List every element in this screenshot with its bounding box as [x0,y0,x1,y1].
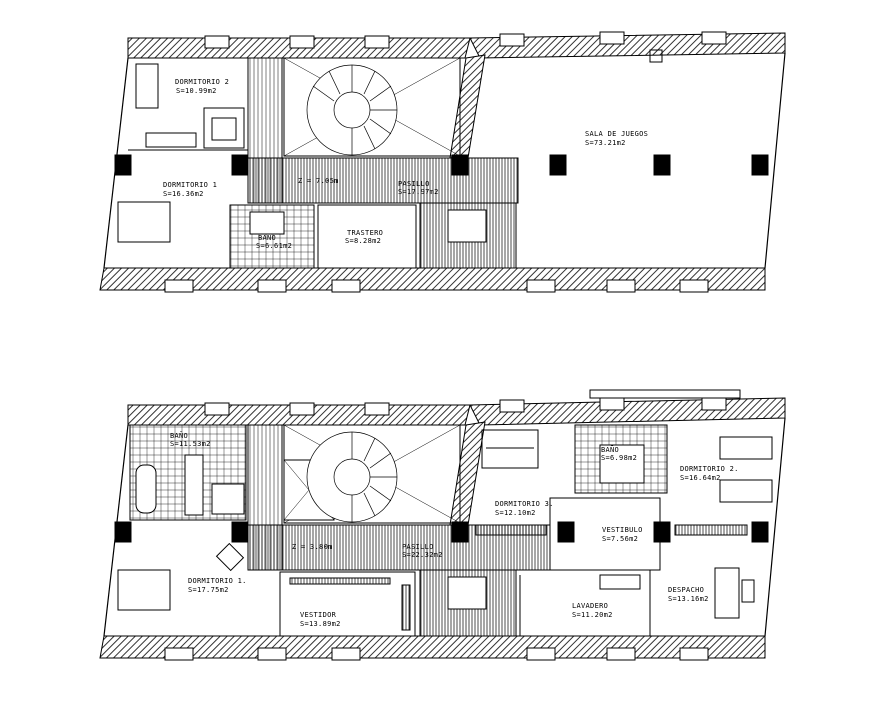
lower-bano1-name: BAÑO [170,431,188,440]
lower-d3-area: S=12.10m2 [495,509,536,517]
lower-floor-labels: BAÑO S=11.53m2 DORMITORIO 1. S=17.75m2 P… [170,431,739,628]
upper-trastero [317,204,417,269]
upper-pasillo-floor [247,157,519,204]
lower-d2-name: DORMITORIO 2. [680,465,739,473]
lower-bano2-name: BAÑO [601,445,619,454]
upper-floor-plan [99,31,786,293]
upper-pasillo-area: S=17.97m2 [398,188,439,196]
lower-interior-wall [449,421,486,526]
lower-spiral-stair [306,431,398,523]
lower-d3-name: DORMITORIO 3. [495,500,554,508]
upper-bano-name: BAÑO [258,233,276,242]
lower-lavadero-area: S=11.20m2 [572,611,613,619]
upper-stair-void [283,57,461,157]
lower-pasillo-name: PASILLO [402,543,434,551]
lower-pasillo-area: S=22.32m2 [402,551,443,559]
lower-vestibulo-area: S=7.56m2 [602,535,638,543]
lower-vestidor-area: S=13.89m2 [300,620,341,628]
upper-columns [114,154,769,176]
lower-lavadero-name: LAVADERO [572,602,608,610]
lower-vestibulo-name: VESTIBULO [602,526,643,534]
lower-despacho-area: S=13.16m2 [668,595,709,603]
upper-bed-d2 [135,63,159,109]
lower-right-wall [764,417,786,637]
lower-bano2-area: S=6.98m2 [601,454,637,462]
lower-despacho-name: DESPACHO [668,586,704,594]
upper-d1-area: S=16.36m2 [163,190,204,198]
upper-spiral-stair [306,64,398,156]
lower-bottom-wall [99,635,766,659]
lower-level-mark: Z = 3.80m [292,543,333,551]
upper-bano-area: S=6.61m2 [256,242,292,250]
upper-d2-area: S=10.99m2 [176,87,217,95]
lower-bano1-area: S=11.53m2 [170,440,211,448]
lower-d1-area: S=17.75m2 [188,586,229,594]
upper-right-wall [764,52,786,269]
upper-bed-d1 [117,201,171,243]
lower-d1-name: DORMITORIO 1. [188,577,247,585]
upper-sala-name: SALA DE JUEGOS [585,130,648,138]
upper-trastero-name: TRASTERO [347,229,383,237]
upper-top-windows [204,31,727,49]
lower-vestidor-name: VESTIDOR [300,611,337,619]
lower-top-windows [204,397,727,416]
upper-trastero-area: S=8.28m2 [345,237,381,245]
upper-sala-area: S=73.21m2 [585,139,626,147]
upper-bottom-wall [99,267,766,291]
lower-floor-plan [99,389,786,661]
lower-columns [114,521,769,543]
upper-d1-name: DORMITORIO 1 [163,181,217,189]
lower-d2-area: S=16.64m2 [680,474,721,482]
upper-interior-wall [449,54,486,159]
upper-floor-labels: DORMITORIO 2 S=10.99m2 DORMITORIO 1 S=16… [163,78,648,250]
upper-d2-name: DORMITORIO 2 [175,78,229,86]
upper-level-mark: Z = 7.05m [298,177,339,185]
upper-bottom-windows [164,279,709,293]
upper-pasillo-name: PASILLO [398,180,430,188]
lower-bottom-windows [164,647,709,661]
